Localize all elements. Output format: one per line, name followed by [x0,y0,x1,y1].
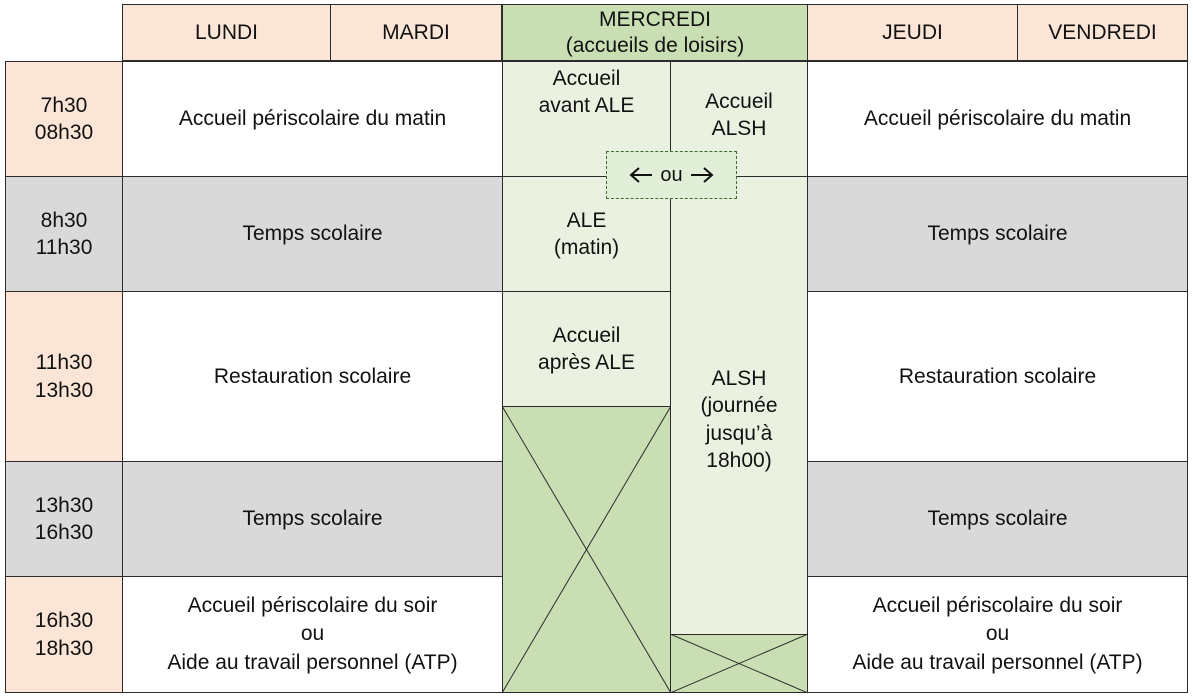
jeudi-vendredi-accueil-soir: Accueil périscolaire du soir ou Aide au … [807,576,1188,693]
header-lundi: LUNDI [122,4,331,61]
arrow-right-icon [690,167,714,183]
jeudi-vendredi-temps-scolaire-apres-midi: Temps scolaire [807,461,1188,577]
mercredi-accueil-avant-ale: Accueil avant ALE [502,61,671,177]
time-slot-1: 7h30 08h30 [5,61,123,177]
jeudi-vendredi-restauration: Restauration scolaire [807,291,1188,462]
mercredi-accueil-apres-ale: Accueil après ALE [502,291,671,407]
lundi-mardi-accueil-matin: Accueil périscolaire du matin [122,61,503,177]
lundi-mardi-accueil-soir: Accueil périscolaire du soir ou Aide au … [122,576,503,693]
no-service-cross-icon [502,406,671,693]
lundi-mardi-temps-scolaire-apres-midi: Temps scolaire [122,461,503,577]
header-jeudi: JEUDI [807,4,1018,61]
ou-label: ou [660,163,683,186]
header-vendredi: VENDREDI [1017,4,1188,61]
time-slot-4: 13h30 16h30 [5,461,123,577]
jeudi-vendredi-accueil-matin: Accueil périscolaire du matin [807,61,1188,177]
arrow-left-icon [629,167,653,183]
mercredi-alsh-journee: ALSH (journée jusqu’à 18h00) [670,176,808,635]
header-mardi: MARDI [330,4,502,61]
lundi-mardi-temps-scolaire-matin: Temps scolaire [122,176,503,292]
lundi-mardi-restauration: Restauration scolaire [122,291,503,462]
header-mercredi: MERCREDI (accueils de loisirs) [502,4,808,61]
time-slot-5: 16h30 18h30 [5,576,123,693]
ou-choice-box: ou [606,151,737,199]
alsh-no-service-cross-icon [670,634,808,693]
time-slot-2: 8h30 11h30 [5,176,123,292]
time-slot-3: 11h30 13h30 [5,291,123,462]
jeudi-vendredi-temps-scolaire-matin: Temps scolaire [807,176,1188,292]
